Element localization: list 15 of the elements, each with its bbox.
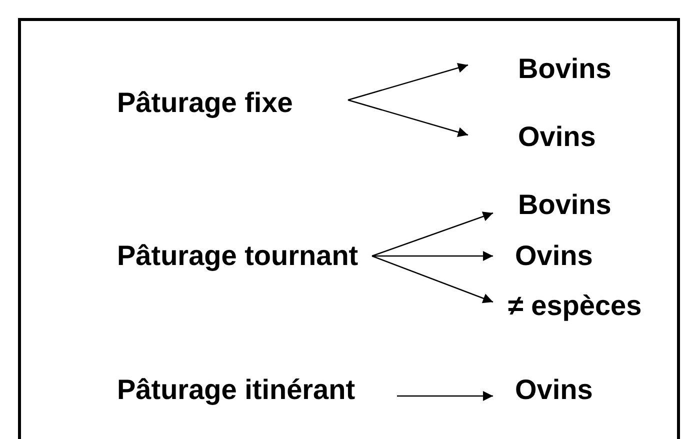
arrow (372, 251, 493, 261)
category-label: Pâturage itinérant (117, 373, 397, 407)
category-label: Ovins (468, 120, 608, 154)
arrow (348, 63, 468, 101)
category-label: Bovins (468, 52, 618, 86)
arrow (397, 391, 493, 401)
arrow (372, 212, 494, 257)
category-label: Bovins (493, 188, 623, 222)
category-label: Ovins (493, 239, 603, 273)
category-label: Pâturage fixe (117, 86, 348, 120)
arrow (348, 99, 468, 137)
category-label: Ovins (493, 373, 603, 407)
category-label: Pâturage tournant (117, 239, 372, 273)
arrow (372, 255, 494, 304)
category-label: ≠ espèces (493, 289, 671, 323)
